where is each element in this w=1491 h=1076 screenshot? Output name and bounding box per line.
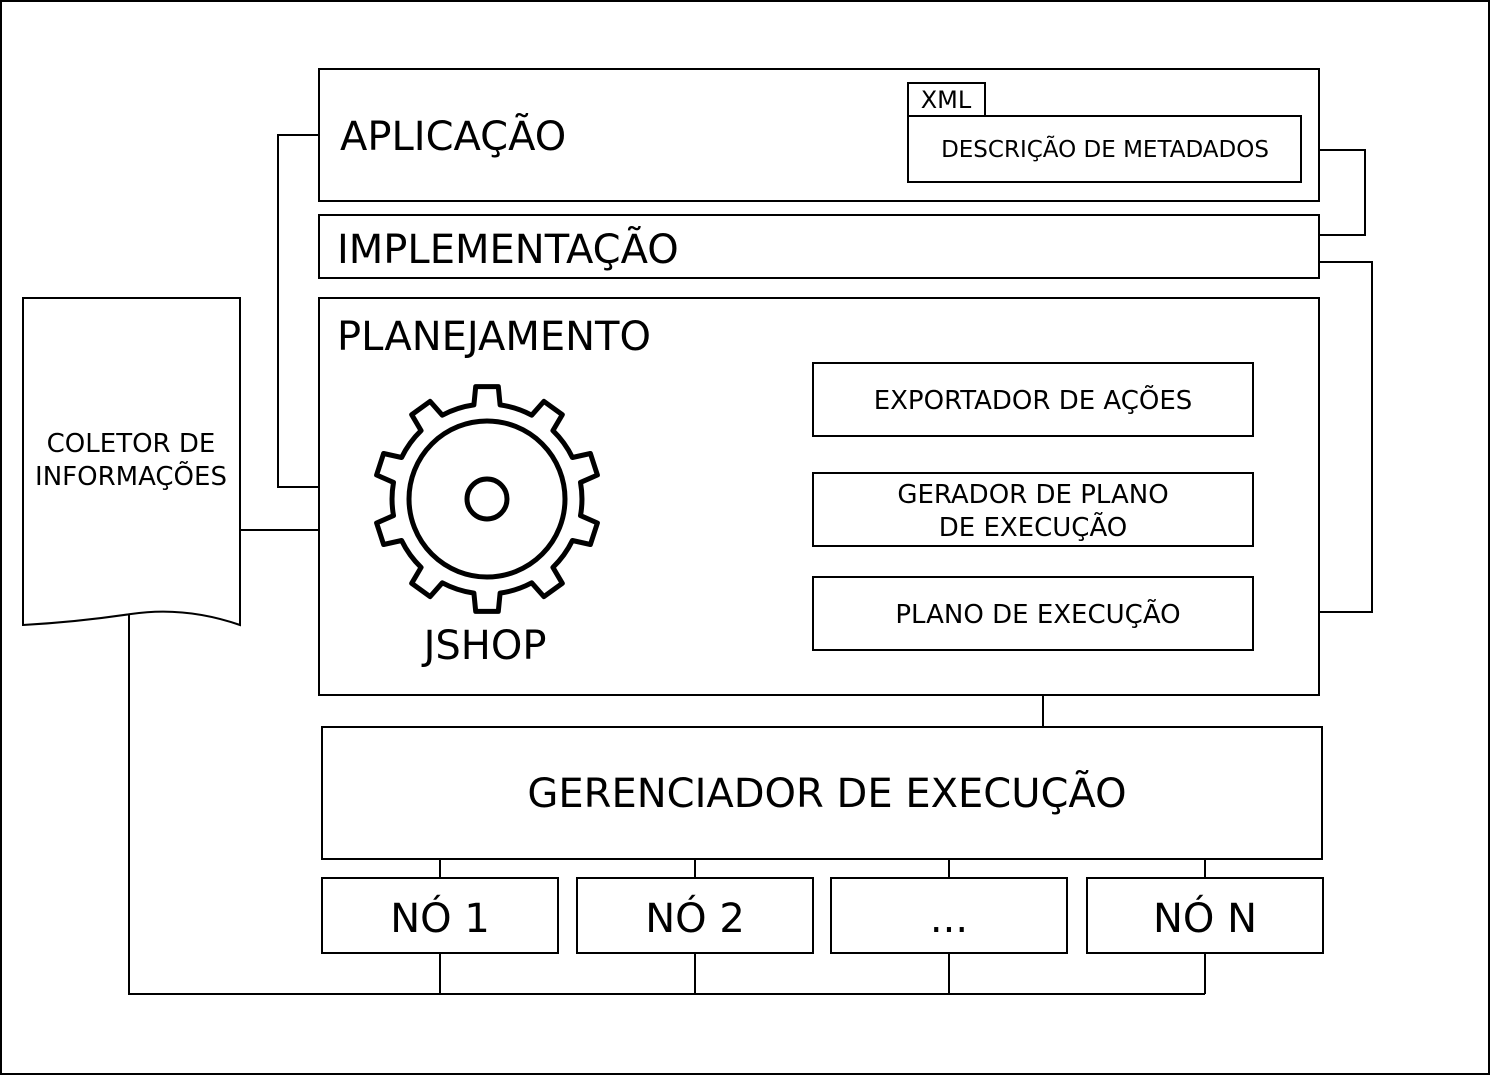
node-box-n: [1086, 877, 1324, 954]
execution-plan-box: [812, 576, 1254, 651]
connector-metadata-implementation: [1320, 149, 1366, 236]
execution-manager-box: [321, 726, 1323, 860]
action-exporter-box: [812, 362, 1254, 437]
node-label-1: NÓ 1: [390, 894, 490, 942]
planning-label: PLANEJAMENTO: [337, 314, 651, 360]
node-box-1: [321, 877, 559, 954]
info-collector-label-line2: INFORMAÇÕES: [35, 460, 227, 492]
plan-generator-label-line2: DE EXECUÇÃO: [939, 511, 1128, 543]
application-label: APLICAÇÃO: [340, 112, 566, 160]
node-label-ellipsis: ...: [930, 896, 968, 942]
node-label-2: NÓ 2: [645, 894, 745, 942]
info-collector-label-line1: COLETOR DE: [47, 429, 216, 459]
plan-generator-box: [812, 472, 1254, 547]
node-row: NÓ 1 NÓ 2 ... NÓ N: [321, 877, 1324, 954]
node-box-ellipsis: [830, 877, 1068, 954]
gear-icon: [374, 384, 600, 614]
plan-generator-label-line1: GERADOR DE PLANO: [897, 480, 1168, 510]
metadata-box: [907, 115, 1302, 183]
metadata-label: DESCRIÇÃO DE METADADOS: [941, 135, 1269, 163]
connector-collector-bus: [128, 614, 1205, 995]
execution-manager-label: GERENCIADOR DE EXECUÇÃO: [527, 769, 1126, 817]
action-exporter-label: EXPORTADOR DE AÇÕES: [874, 384, 1193, 416]
info-collector-document: [22, 297, 241, 627]
xml-tab: [907, 82, 986, 117]
node-label-n: NÓ N: [1153, 894, 1257, 942]
node-box-2: [576, 877, 814, 954]
implementation-label: IMPLEMENTAÇÃO: [337, 225, 679, 273]
execution-plan-label: PLANO DE EXECUÇÃO: [895, 598, 1180, 630]
jshop-label: JSHOP: [421, 623, 547, 669]
xml-tab-label: XML: [921, 86, 972, 114]
implementation-layer: [318, 214, 1320, 279]
